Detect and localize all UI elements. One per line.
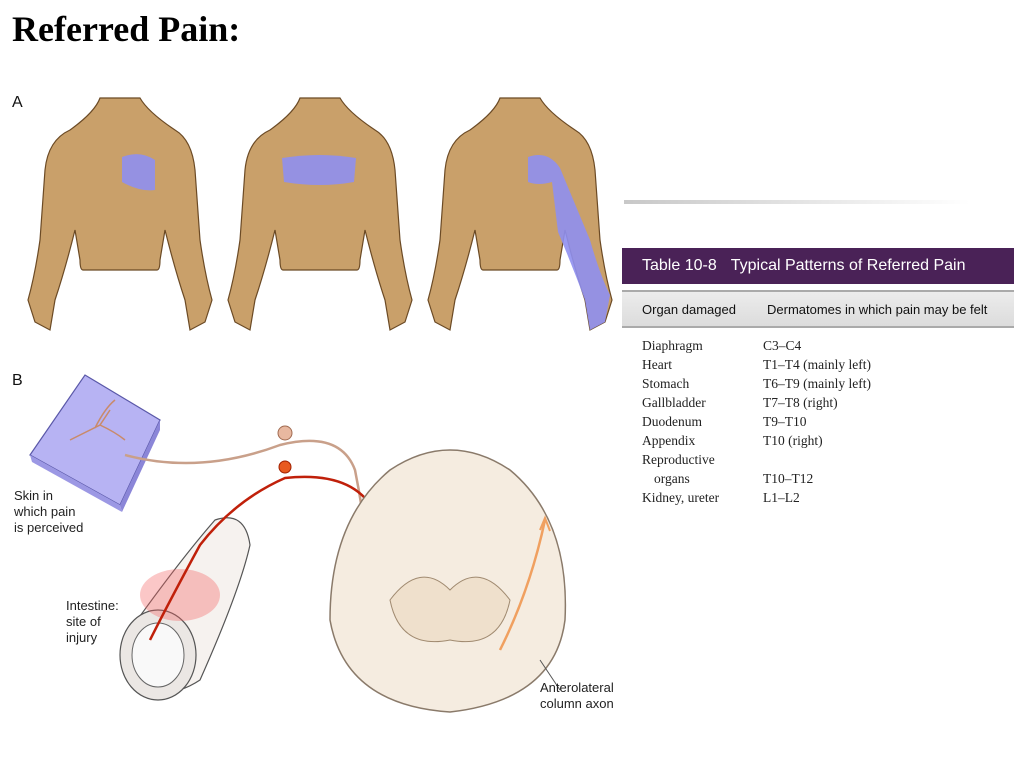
axon-caption: Anterolateral column axon [540, 680, 614, 711]
pain-area-left-chest [122, 154, 155, 191]
skin-nerve-branches [69, 399, 126, 441]
torso-middle [227, 97, 413, 331]
pain-area-left-arm [528, 155, 610, 330]
dorsal-root-ganglion-skin [277, 425, 293, 441]
table-number: Table 10-8 [642, 257, 717, 274]
col-header-organ: Organ damaged [642, 301, 736, 317]
slide-title: Referred Pain: [12, 9, 241, 49]
intestine-caption: Intestine: site of injury [66, 598, 119, 645]
table-row: Reproductive [642, 451, 715, 467]
table-column-headers: Organ damaged Dermatomes in which pain m… [622, 290, 1014, 328]
table-title-bar: Table 10-8 Typical Patterns of Referred … [622, 248, 1014, 284]
pain-area-chest-band [282, 155, 356, 185]
intestine [119, 517, 251, 701]
skin-caption: Skin in which pain is perceived [14, 488, 84, 535]
skin-patch [29, 374, 161, 512]
torso-left [27, 97, 213, 331]
referred-pain-table: Table 10-8 Typical Patterns of Referred … [622, 248, 1014, 507]
decorative-bar [624, 200, 970, 204]
torso-right [427, 97, 613, 331]
dorsal-root-ganglion-visceral [278, 460, 292, 474]
anterolateral-column-axon [498, 519, 547, 651]
table-caption: Typical Patterns of Referred Pain [730, 257, 966, 274]
panel-b-label: B [12, 372, 23, 389]
col-header-dermatomes: Dermatomes in which pain may be felt [767, 301, 988, 317]
spinal-cord-section [329, 449, 567, 713]
panel-a-label: A [12, 94, 23, 111]
